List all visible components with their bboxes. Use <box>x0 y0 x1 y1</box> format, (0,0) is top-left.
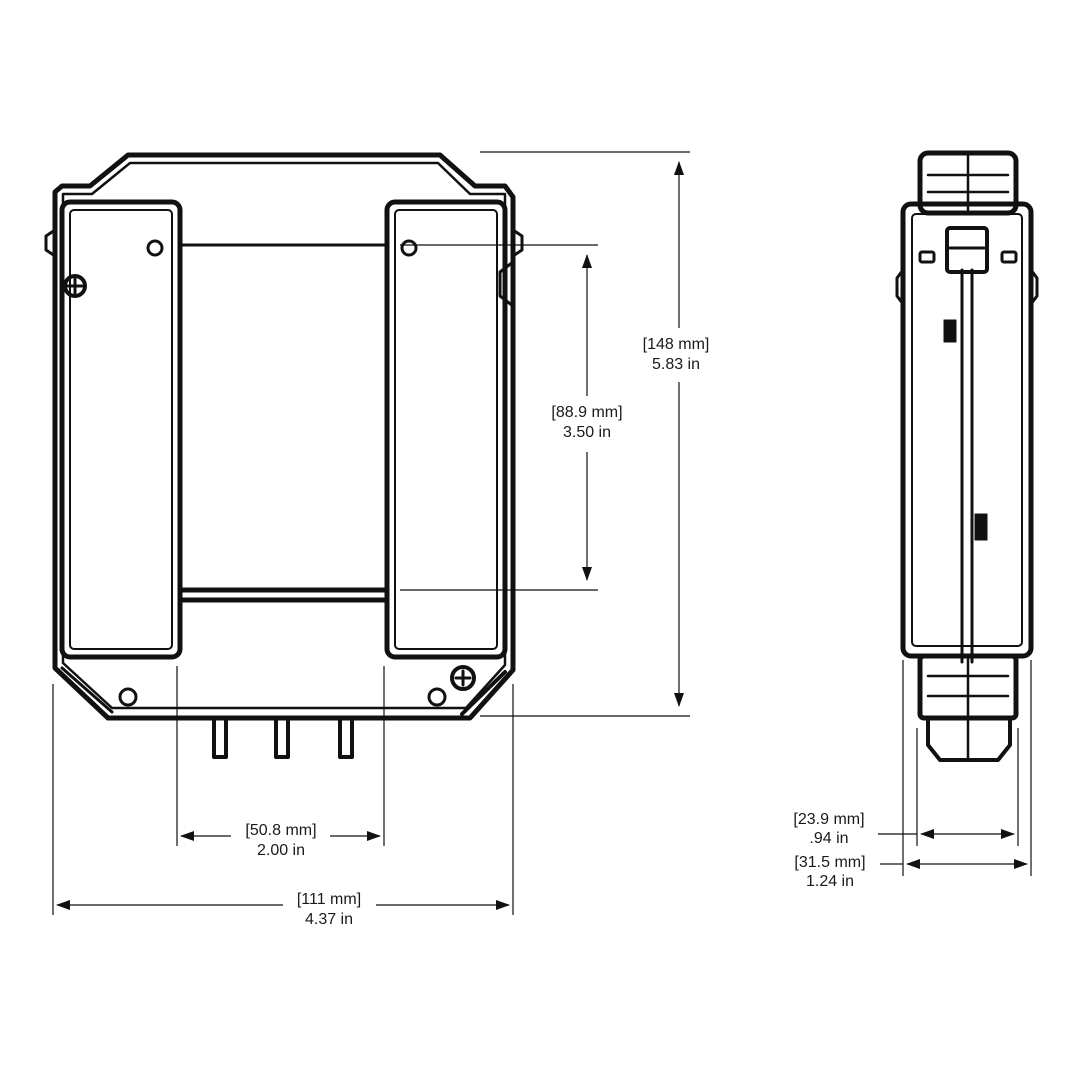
upper-latch <box>945 226 989 274</box>
body-depth-mm: [23.9 mm] <box>793 811 864 828</box>
window-height-mm: [88.9 mm] <box>551 404 622 421</box>
front-view <box>44 152 524 759</box>
screw-head-right <box>450 665 476 691</box>
bottom-right-chamfer <box>460 670 507 716</box>
mount-hole-lower-right <box>427 687 447 707</box>
terminal-pin-left <box>212 716 228 759</box>
window-height-in: 3.50 in <box>563 424 611 441</box>
window-bottom-bar <box>177 587 390 603</box>
screw-head-left <box>63 274 87 298</box>
overall-width-in: 4.37 in <box>305 911 353 928</box>
overall-depth-in: 1.24 in <box>806 873 854 890</box>
overall-width-mm: [111 mm] <box>297 891 361 908</box>
terminal-pin-center <box>274 716 290 759</box>
clip-upper <box>943 319 957 343</box>
mount-hole-upper-left <box>146 239 164 257</box>
window-width-in: 2.00 in <box>257 842 305 859</box>
window-width-mm: [50.8 mm] <box>245 822 316 839</box>
clip-lower <box>974 513 988 541</box>
center-seam <box>960 268 974 664</box>
right-side-lug <box>511 228 524 258</box>
center-window <box>178 243 389 592</box>
dimension-lines <box>52 151 1032 915</box>
side-view <box>895 150 1039 762</box>
overall-depth-mm: [31.5 mm] <box>794 854 865 871</box>
overall-height-mm: [148 mm] <box>643 336 710 353</box>
housing-outline <box>52 152 516 721</box>
dimension-labels: [148 mm] 5.83 in [88.9 mm] 3.50 in [50.8… <box>245 336 865 928</box>
left-core-leg <box>59 199 183 660</box>
terminal-pin-right <box>338 716 354 759</box>
mount-hole-upper-right <box>400 239 418 257</box>
body-depth-in: .94 in <box>809 830 848 847</box>
bottom-left-chamfer <box>60 666 114 714</box>
left-side-lug <box>44 228 57 258</box>
right-core-leg <box>384 199 508 660</box>
overall-height-in: 5.83 in <box>652 356 700 373</box>
mount-hole-lower-left <box>118 687 138 707</box>
